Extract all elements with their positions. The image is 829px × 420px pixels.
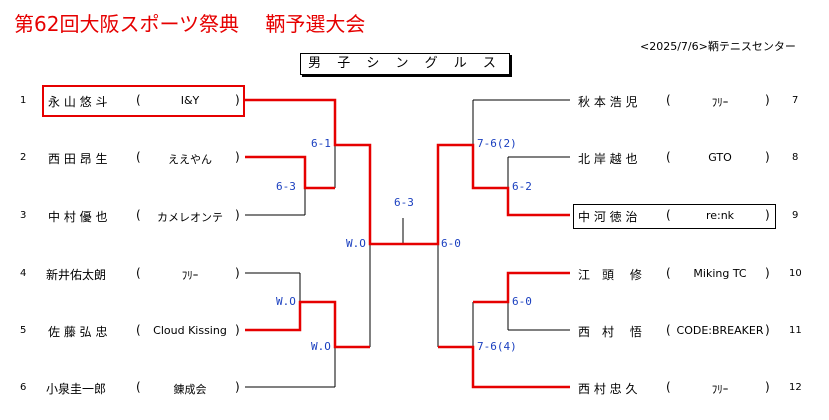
open-paren: (: [666, 323, 671, 337]
close-paren: ): [765, 150, 770, 164]
score-r1-4-5: W.O: [276, 295, 296, 308]
open-paren: (: [136, 380, 141, 394]
seed-number: 8: [792, 152, 799, 163]
close-paren: ): [765, 380, 770, 394]
close-paren: ): [235, 208, 240, 222]
player-club: ﾌﾘｰ: [181, 269, 199, 282]
event-name: 男 子 シ ン グ ル ス: [300, 53, 510, 75]
close-paren: ): [765, 208, 770, 222]
seed-number: 12: [789, 382, 802, 393]
close-paren: ): [235, 150, 240, 164]
open-paren: (: [666, 380, 671, 394]
score-r1-8-9: 6-2: [512, 180, 532, 193]
open-paren: (: [666, 266, 671, 280]
score-sf-right: 6-0: [441, 237, 461, 250]
player-name: 中 村 優 也: [48, 210, 108, 224]
open-paren: (: [666, 93, 671, 107]
close-paren: ): [235, 266, 240, 280]
score-r2-7-9: 7-6(2): [477, 137, 517, 150]
player-club: Miking TC: [693, 267, 747, 280]
player-club: ﾌﾘｰ: [711, 96, 729, 109]
score-r1-10-11: 6-0: [512, 295, 532, 308]
open-paren: (: [136, 266, 141, 280]
player-name: 西 村 忠 久: [578, 382, 638, 396]
close-paren: ): [765, 93, 770, 107]
player-name: 江 頭 修: [578, 268, 642, 282]
player-name: 永 山 悠 斗: [48, 95, 108, 109]
seed-number: 10: [789, 268, 802, 279]
seed-number: 4: [20, 268, 27, 279]
player-name: 佐 藤 弘 忠: [48, 325, 108, 339]
player-club: Cloud Kissing: [153, 324, 227, 337]
player-club: カメレオンテ: [157, 211, 223, 224]
player-club: GTO: [708, 151, 732, 164]
player-club: 錬成会: [173, 383, 207, 396]
seed-number: 2: [20, 152, 27, 163]
player-club: CODE:BREAKER: [676, 324, 764, 337]
player-name: 北 岸 越 也: [578, 152, 638, 166]
seed-number: 7: [792, 95, 799, 106]
close-paren: ): [765, 323, 770, 337]
close-paren: ): [765, 266, 770, 280]
seed-number: 5: [20, 325, 27, 336]
seed-number: 11: [789, 325, 802, 336]
score-r2-10-12: 7-6(4): [477, 340, 517, 353]
seed-number: 3: [20, 210, 27, 221]
winner-box: [42, 85, 245, 117]
open-paren: (: [136, 323, 141, 337]
player-name: 新井佑太朗: [46, 268, 107, 282]
score-r2-4-6: W.O: [311, 340, 331, 353]
player-name: 秋 本 浩 児: [578, 95, 638, 109]
player-name: 西 田 昂 生: [48, 152, 108, 166]
open-paren: (: [136, 150, 141, 164]
seed-number: 1: [20, 95, 27, 106]
seed-number: 6: [20, 382, 27, 393]
score-final: 6-3: [394, 196, 414, 209]
close-paren: ): [235, 93, 240, 107]
player-name: 小泉圭一郎: [46, 382, 107, 396]
player-name: 中 河 徳 治: [578, 210, 638, 224]
player-club: ええやん: [168, 153, 212, 166]
player-club: I&Y: [180, 94, 200, 107]
open-paren: (: [136, 208, 141, 222]
close-paren: ): [235, 380, 240, 394]
open-paren: (: [666, 150, 671, 164]
player-club: re:nk: [705, 209, 735, 222]
selected-player-box: [573, 204, 776, 229]
player-name: 西 村 悟: [578, 325, 642, 339]
tournament-title: 第62回大阪スポーツ祭典 鞆予選大会: [14, 12, 366, 36]
score-r2-1-3: 6-1: [311, 137, 331, 150]
player-club: ﾌﾘｰ: [711, 383, 729, 396]
open-paren: (: [666, 208, 671, 222]
seed-number: 9: [792, 210, 799, 221]
close-paren: ): [235, 323, 240, 337]
venue-date: <2025/7/6>鞆テニスセンター: [640, 40, 796, 53]
open-paren: (: [136, 93, 141, 107]
score-sf-left: W.O: [346, 237, 366, 250]
score-r1-2-3: 6-3: [276, 180, 296, 193]
